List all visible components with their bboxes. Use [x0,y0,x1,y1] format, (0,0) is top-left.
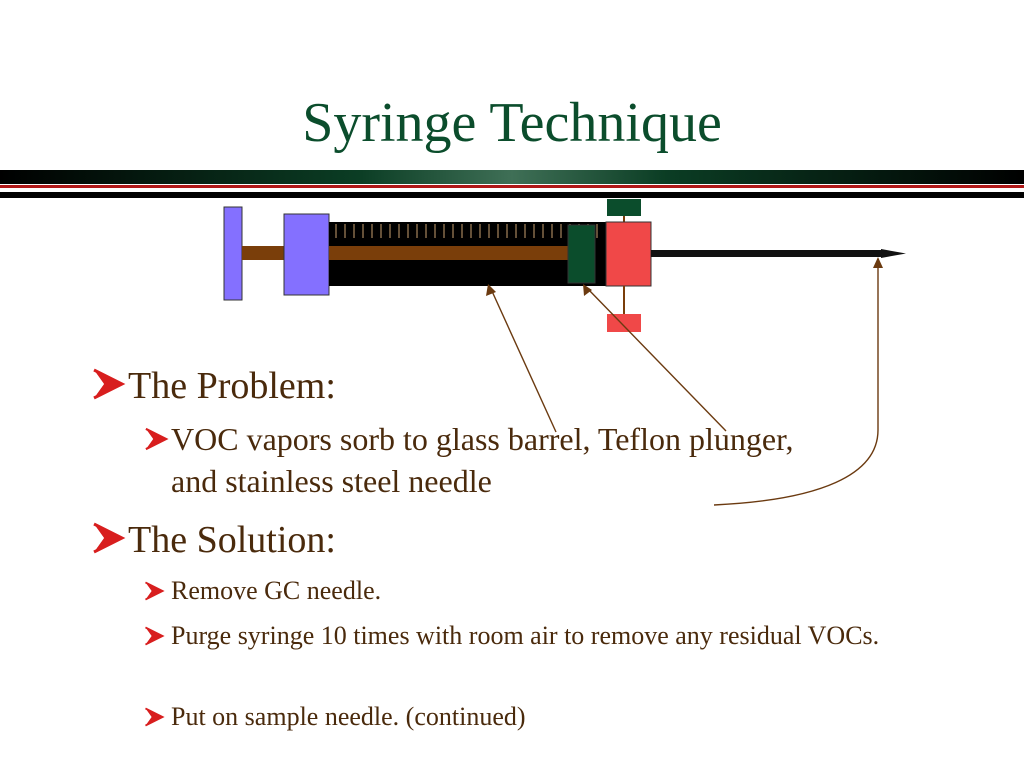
title-divider-black-line [0,192,1024,198]
slide-title: Syringe Technique [302,92,722,154]
arrow-to-plunger [586,287,727,432]
arrowhead-barrel [486,284,496,296]
solution-step: Purge syringe 10 times with room air to … [143,619,911,653]
arrow-bullet-icon [93,368,126,400]
solution-step-text: Put on sample needle. (continued) [171,702,526,731]
title-divider-band [0,170,1024,184]
valve-handle-top [607,199,641,216]
arrow-bullet-icon [145,626,165,646]
arrow-bullet-icon [145,707,165,727]
bullet-problem-detail: VOC vapors sorb to glass barrel, Teflon … [143,418,831,502]
solution-step-text: Purge syringe 10 times with room air to … [171,621,880,650]
arrowhead-needle [873,257,883,268]
valve-body [605,221,652,287]
plunger-rod-inner [329,246,569,260]
annotation-arrows [490,262,879,506]
arrow-to-needle [713,262,879,506]
arrow-to-barrel [490,288,557,433]
solution-step: Put on sample needle. (continued) [143,700,911,734]
arrow-bullet-icon [93,522,126,554]
teflon-plunger-tip [567,224,596,284]
bullet-problem-label: The Problem: [128,365,336,407]
arrow-bullet-icon [145,427,169,451]
plunger-rod [242,246,286,260]
arrow-bullet-icon [145,581,165,601]
stainless-needle [651,250,881,257]
arrowhead-plunger [583,284,592,296]
bullet-solution: The Solution: [90,518,336,562]
needle-tip [881,249,906,258]
barrel-flange [283,213,330,296]
solution-step-text: Remove GC needle. [171,576,382,605]
plunger-thumb-plate [223,206,243,301]
bullet-solution-label: The Solution: [128,519,336,561]
solution-step: Remove GC needle. [143,574,911,608]
title-divider-red-line [0,185,1024,188]
bullet-problem: The Problem: [90,364,336,408]
valve-handle-bottom [607,314,641,332]
bullet-problem-detail-text: VOC vapors sorb to glass barrel, Teflon … [171,421,794,499]
